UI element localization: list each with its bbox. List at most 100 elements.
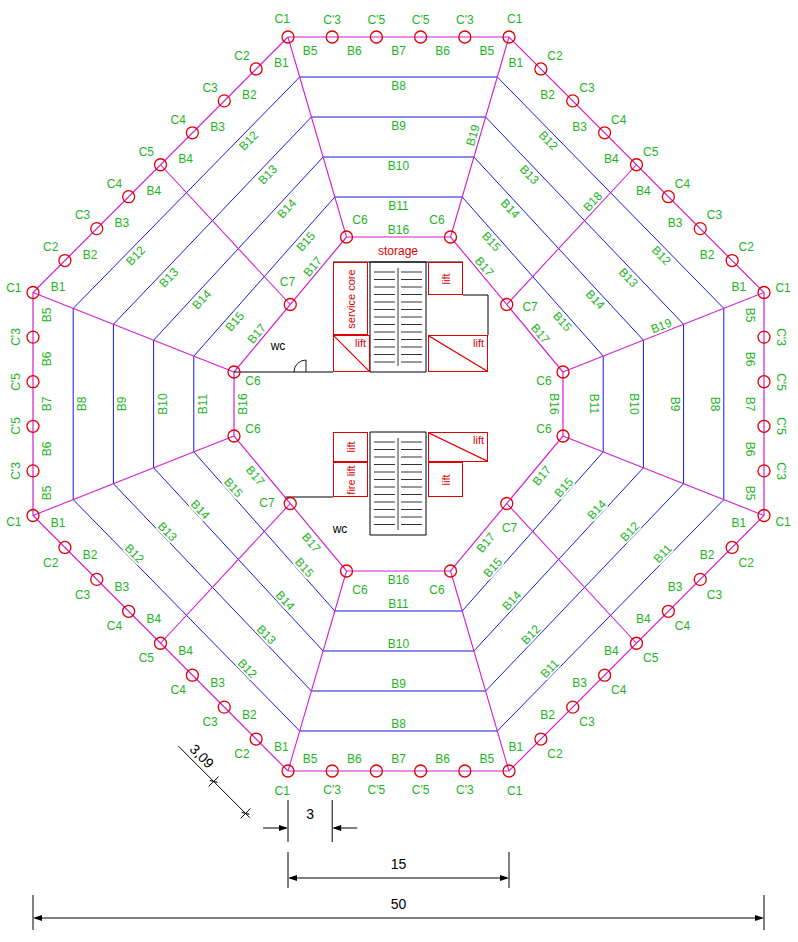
label-holder: B1 — [732, 514, 747, 530]
label-holder: C2 — [739, 554, 754, 570]
label-holder: B13 — [155, 264, 181, 290]
label-holder: B6 — [743, 441, 759, 456]
lift-box: lift — [428, 462, 463, 497]
stair-tread — [401, 287, 422, 288]
label-holder: C'5 — [774, 417, 790, 435]
beam-label: B2 — [540, 89, 555, 101]
label-holder: B4 — [178, 642, 193, 658]
label-holder: B14 — [188, 286, 214, 313]
column-symbol — [758, 420, 770, 432]
label-holder: B6 — [743, 352, 759, 367]
beam-label: B5 — [303, 753, 318, 765]
dimension-tick — [242, 812, 250, 814]
column-label: C3 — [707, 589, 722, 601]
label-holder: B4 — [604, 642, 619, 658]
stair-tread — [374, 502, 395, 503]
label-holder: B10 — [154, 393, 170, 414]
label-holder: B3 — [115, 578, 130, 594]
column-label: C4 — [171, 684, 186, 696]
column-symbol — [557, 366, 569, 378]
column-label: C4 — [611, 684, 626, 696]
column-symbol — [326, 31, 338, 43]
radial-beam — [507, 165, 637, 305]
column-symbol — [758, 331, 770, 343]
ring-beam-label: B14 — [190, 288, 213, 312]
label-holder: C7 — [259, 494, 274, 510]
label-holder: B11 — [194, 394, 210, 414]
label-holder: B7 — [391, 42, 406, 58]
lift-label: lift — [439, 273, 451, 284]
label-holder: B14 — [188, 496, 214, 523]
label-holder: C3 — [707, 586, 722, 602]
ring-beam-label: B9 — [391, 120, 406, 132]
column-label: C'3 — [775, 462, 787, 480]
label-holder: B7 — [38, 397, 54, 412]
ring-beam-label: B17 — [300, 531, 323, 555]
dimension-arrow — [755, 915, 764, 921]
beam-label: B4 — [178, 153, 193, 165]
column-label: C'3 — [323, 784, 341, 796]
column-symbol — [326, 765, 338, 777]
stair-tread — [374, 362, 395, 363]
ring-beam-label: B13 — [617, 266, 640, 290]
ring-beam-label: B12 — [236, 657, 260, 681]
label-holder: C2 — [234, 745, 249, 761]
lift-box: fire lift — [333, 462, 368, 497]
dimension-arrow — [332, 825, 341, 831]
label-holder: B4 — [636, 182, 651, 198]
ring-beam-label: B11 — [651, 542, 674, 565]
label-holder: B17 — [243, 462, 269, 489]
label-holder: B6 — [38, 352, 54, 367]
stair-tread — [374, 472, 395, 473]
column-label: C2 — [739, 557, 754, 569]
column-symbol — [27, 510, 39, 522]
ring-beam-label: B17 — [473, 254, 496, 278]
label-holder: B13 — [517, 160, 543, 186]
label-holder: wc — [333, 520, 348, 536]
label-holder: C2 — [547, 47, 562, 63]
stair-outline — [370, 432, 426, 535]
label-holder: C4 — [675, 617, 690, 633]
lift-label: fire lift — [344, 465, 356, 494]
column-label: C'3 — [775, 328, 787, 346]
stair-tread — [374, 494, 395, 495]
column-symbol — [186, 127, 198, 139]
ring-beam-label: B17 — [244, 463, 267, 487]
dimension-text: 50 — [391, 897, 407, 911]
beam-label: B6 — [435, 45, 450, 57]
label-holder: B13 — [616, 264, 642, 290]
column-symbol — [599, 669, 611, 681]
column-label: C2 — [547, 50, 562, 62]
ring-beam-label: B9 — [669, 397, 681, 412]
label-holder: C'5 — [7, 417, 23, 435]
column-symbol — [631, 637, 643, 649]
stair-tread — [374, 449, 395, 450]
stair-divider — [398, 438, 399, 530]
stair-tread — [401, 309, 422, 310]
label-holder: C'3 — [7, 328, 23, 346]
column-symbol — [694, 223, 706, 235]
stair-tread — [374, 479, 395, 480]
column-symbol — [503, 765, 515, 777]
ring-beam-label: B14 — [585, 498, 608, 522]
ring-beam-label: B15 — [292, 555, 315, 579]
radial-beam — [161, 165, 291, 305]
stair-tread — [401, 494, 422, 495]
label-holder: B6 — [38, 441, 54, 456]
beam-label: B3 — [572, 677, 587, 689]
radial-beam — [288, 571, 347, 771]
label-holder: C7 — [502, 519, 517, 535]
label-holder: B8 — [708, 397, 724, 412]
column-symbol — [282, 31, 294, 43]
text-holder: lift — [355, 338, 366, 349]
stair-outline — [370, 262, 426, 372]
core-label: service core — [344, 269, 356, 328]
label-holder: C7 — [522, 298, 537, 314]
column-label: C'3 — [323, 14, 341, 26]
label-holder: C4 — [171, 681, 186, 697]
label-holder: B4 — [146, 182, 161, 198]
column-symbol — [415, 765, 427, 777]
inner-beam — [234, 237, 563, 571]
label-holder: B5 — [480, 42, 495, 58]
column-label: C6 — [429, 214, 444, 226]
